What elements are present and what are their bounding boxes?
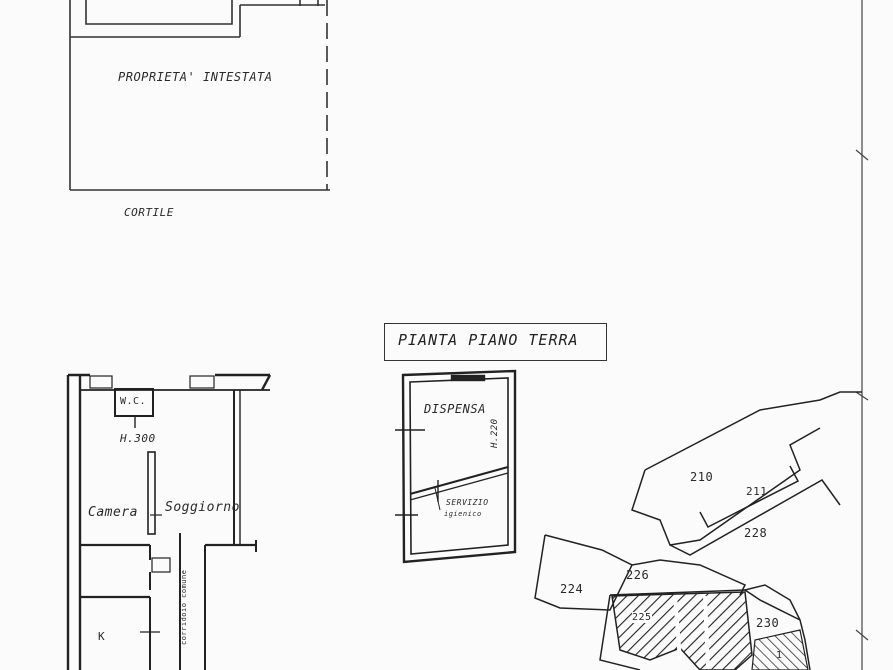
servizio-label: SERVIZIO (446, 498, 489, 507)
servizio-sub-label: igienico (444, 510, 482, 518)
parcel-210: 210 (690, 470, 714, 484)
height-dispensa-label: H.220 (490, 418, 500, 448)
plan-title-box (384, 323, 607, 361)
cadastral-hatched-area (611, 591, 809, 670)
dispensa-label: DISPENSA (424, 402, 486, 416)
parcel-224: 224 (560, 582, 584, 596)
k-label: K (98, 630, 106, 643)
parcel-1: 1 (776, 650, 783, 661)
cadastral-map (534, 391, 862, 670)
corridor-label: corridoio comune (180, 569, 188, 645)
property-label: PROPRIETA' INTESTATA (118, 70, 273, 84)
property-outline (69, 0, 330, 191)
apartment-plan (66, 373, 272, 670)
parcel-230: 230 (756, 616, 780, 630)
parcel-211: 211 (746, 485, 768, 498)
soggiorno-label: Soggiorno (165, 500, 240, 515)
parcel-225: 225 (632, 612, 652, 623)
wc-label: W.C. (120, 396, 147, 407)
ground-floor-plan (395, 369, 517, 564)
courtyard-label: CORTILE (124, 206, 174, 219)
parcel-228: 228 (744, 526, 768, 540)
height-main-label: H.300 (120, 432, 156, 445)
parcel-226: 226 (626, 568, 650, 582)
camera-label: Camera (88, 505, 138, 520)
sheet-border-right (855, 0, 869, 670)
plan-title: PIANTA PIANO TERRA (398, 331, 579, 349)
